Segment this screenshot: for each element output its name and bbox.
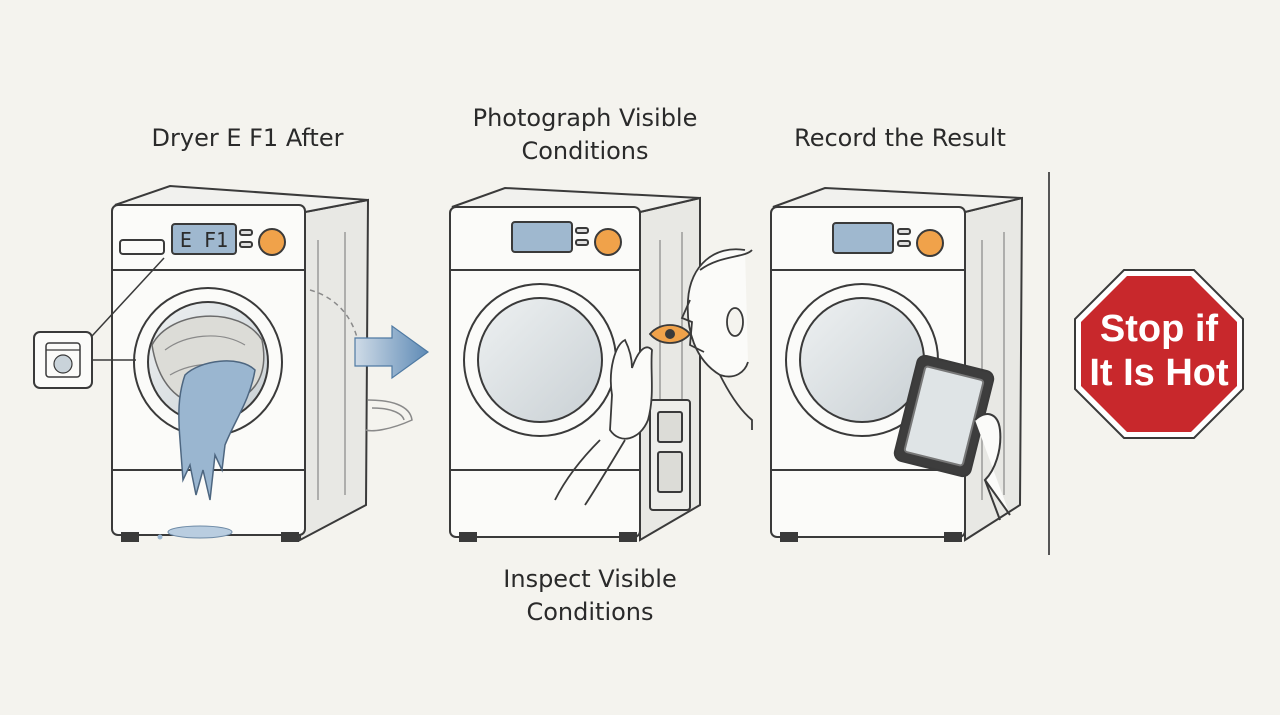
stop-sign-octagon bbox=[1081, 276, 1237, 432]
tablet bbox=[893, 354, 1011, 521]
dryer-3 bbox=[770, 186, 1024, 542]
hand bbox=[609, 338, 653, 440]
stop-sign bbox=[1074, 269, 1244, 439]
step-caption-dryer-error: Dryer E F1 After bbox=[151, 124, 344, 152]
step-caption-inspect: Inspect Visible Conditions bbox=[503, 565, 677, 626]
stop-sign-text: Stop if It Is Hot bbox=[1089, 308, 1229, 394]
dryer-icon-callout bbox=[33, 257, 165, 389]
error-display bbox=[171, 223, 237, 255]
step-caption-photograph: Photograph Visible Conditions bbox=[472, 104, 698, 165]
dryer-2 bbox=[449, 186, 701, 542]
inspector-person bbox=[554, 248, 753, 506]
flow-arrow bbox=[354, 324, 430, 380]
step-caption-record: Record the Result bbox=[794, 124, 1006, 152]
dryer-1 bbox=[111, 184, 370, 542]
display-code: E F1 bbox=[180, 228, 228, 252]
knob bbox=[258, 228, 286, 256]
